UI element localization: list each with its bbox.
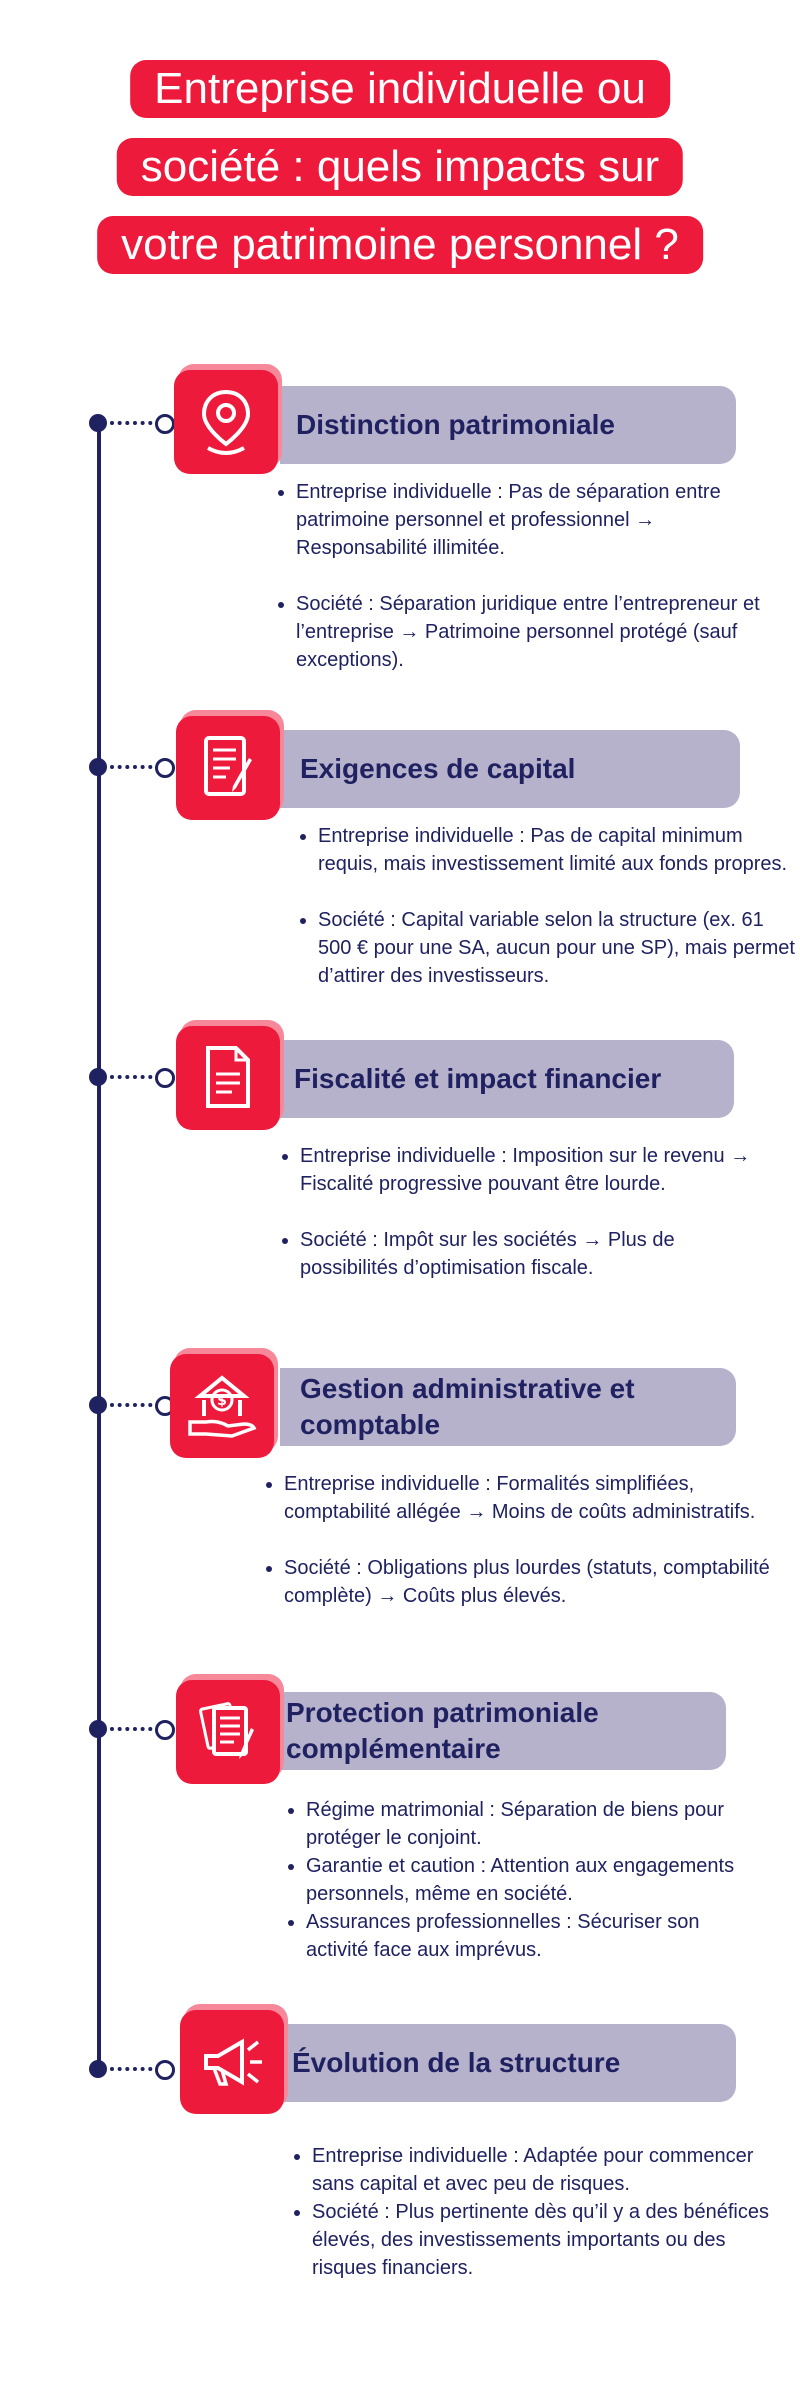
timeline-connector: [110, 765, 160, 769]
list-item: Régime matrimonial : Séparation de biens…: [306, 1796, 766, 1852]
timeline-node: [89, 1396, 107, 1414]
timeline-node: [89, 1068, 107, 1086]
megaphone-icon: [180, 2010, 284, 2114]
timeline-connector: [110, 2067, 160, 2071]
timeline-ring: [155, 2060, 175, 2080]
timeline-node: [89, 414, 107, 432]
timeline-line: [97, 420, 101, 2070]
timeline-ring: [155, 414, 175, 434]
section-heading: Exigences de capital: [280, 730, 740, 808]
timeline-node: [89, 2060, 107, 2078]
document-pen-icon: [176, 716, 280, 820]
bullet-list: Entreprise individuelle : Adaptée pour c…: [288, 2142, 772, 2282]
list-item: Entreprise individuelle : Formalités sim…: [284, 1470, 784, 1526]
page-title: Entreprise individuelle ou société : que…: [0, 60, 800, 290]
section-heading: Évolution de la structure: [280, 2024, 736, 2102]
list-item: Garantie et caution : Attention aux enga…: [306, 1852, 766, 1908]
list-item: Entreprise individuelle : Imposition sur…: [300, 1142, 770, 1198]
bullet-list: Régime matrimonial : Séparation de biens…: [282, 1796, 766, 1964]
section-heading: Gestion administrative et comptable: [280, 1368, 736, 1446]
timeline-node: [89, 758, 107, 776]
svg-text:$: $: [217, 1393, 227, 1409]
bullet-list: Entreprise individuelle : Formalités sim…: [260, 1470, 784, 1610]
list-item: Société : Séparation juridique entre l’e…: [296, 590, 776, 674]
list-item: Entreprise individuelle : Pas de séparat…: [296, 478, 776, 562]
timeline-ring: [155, 1068, 175, 1088]
timeline-connector: [110, 421, 160, 425]
bullet-list: Entreprise individuelle : Pas de capital…: [294, 822, 798, 990]
list-item: Assurances professionnelles : Sécuriser …: [306, 1908, 766, 1964]
list-item: Entreprise individuelle : Adaptée pour c…: [312, 2142, 772, 2198]
title-line: société : quels impacts sur: [116, 138, 684, 196]
documents-stack-icon: [176, 1680, 280, 1784]
list-item: Société : Capital variable selon la stru…: [318, 906, 798, 990]
section-heading: Distinction patrimoniale: [280, 386, 736, 464]
title-line: Entreprise individuelle ou: [130, 60, 670, 118]
bank-hand-icon: $: [170, 1354, 274, 1458]
timeline-connector: [110, 1727, 160, 1731]
section-heading: Protection patrimoniale complémentaire: [280, 1692, 726, 1770]
document-icon: [176, 1026, 280, 1130]
timeline-connector: [110, 1403, 160, 1407]
location-pin-icon: [174, 370, 278, 474]
timeline-node: [89, 1720, 107, 1738]
timeline-ring: [155, 1720, 175, 1740]
bullet-list: Entreprise individuelle : Imposition sur…: [276, 1142, 770, 1282]
section-heading: Fiscalité et impact financier: [280, 1040, 734, 1118]
bullet-list: Entreprise individuelle : Pas de séparat…: [272, 478, 776, 674]
timeline-ring: [155, 758, 175, 778]
list-item: Société : Obligations plus lourdes (stat…: [284, 1554, 784, 1610]
list-item: Société : Plus pertinente dès qu’il y a …: [312, 2198, 772, 2282]
timeline-connector: [110, 1075, 160, 1079]
title-line: votre patrimoine personnel ?: [97, 216, 703, 274]
list-item: Société : Impôt sur les sociétés → Plus …: [300, 1226, 770, 1282]
list-item: Entreprise individuelle : Pas de capital…: [318, 822, 798, 878]
